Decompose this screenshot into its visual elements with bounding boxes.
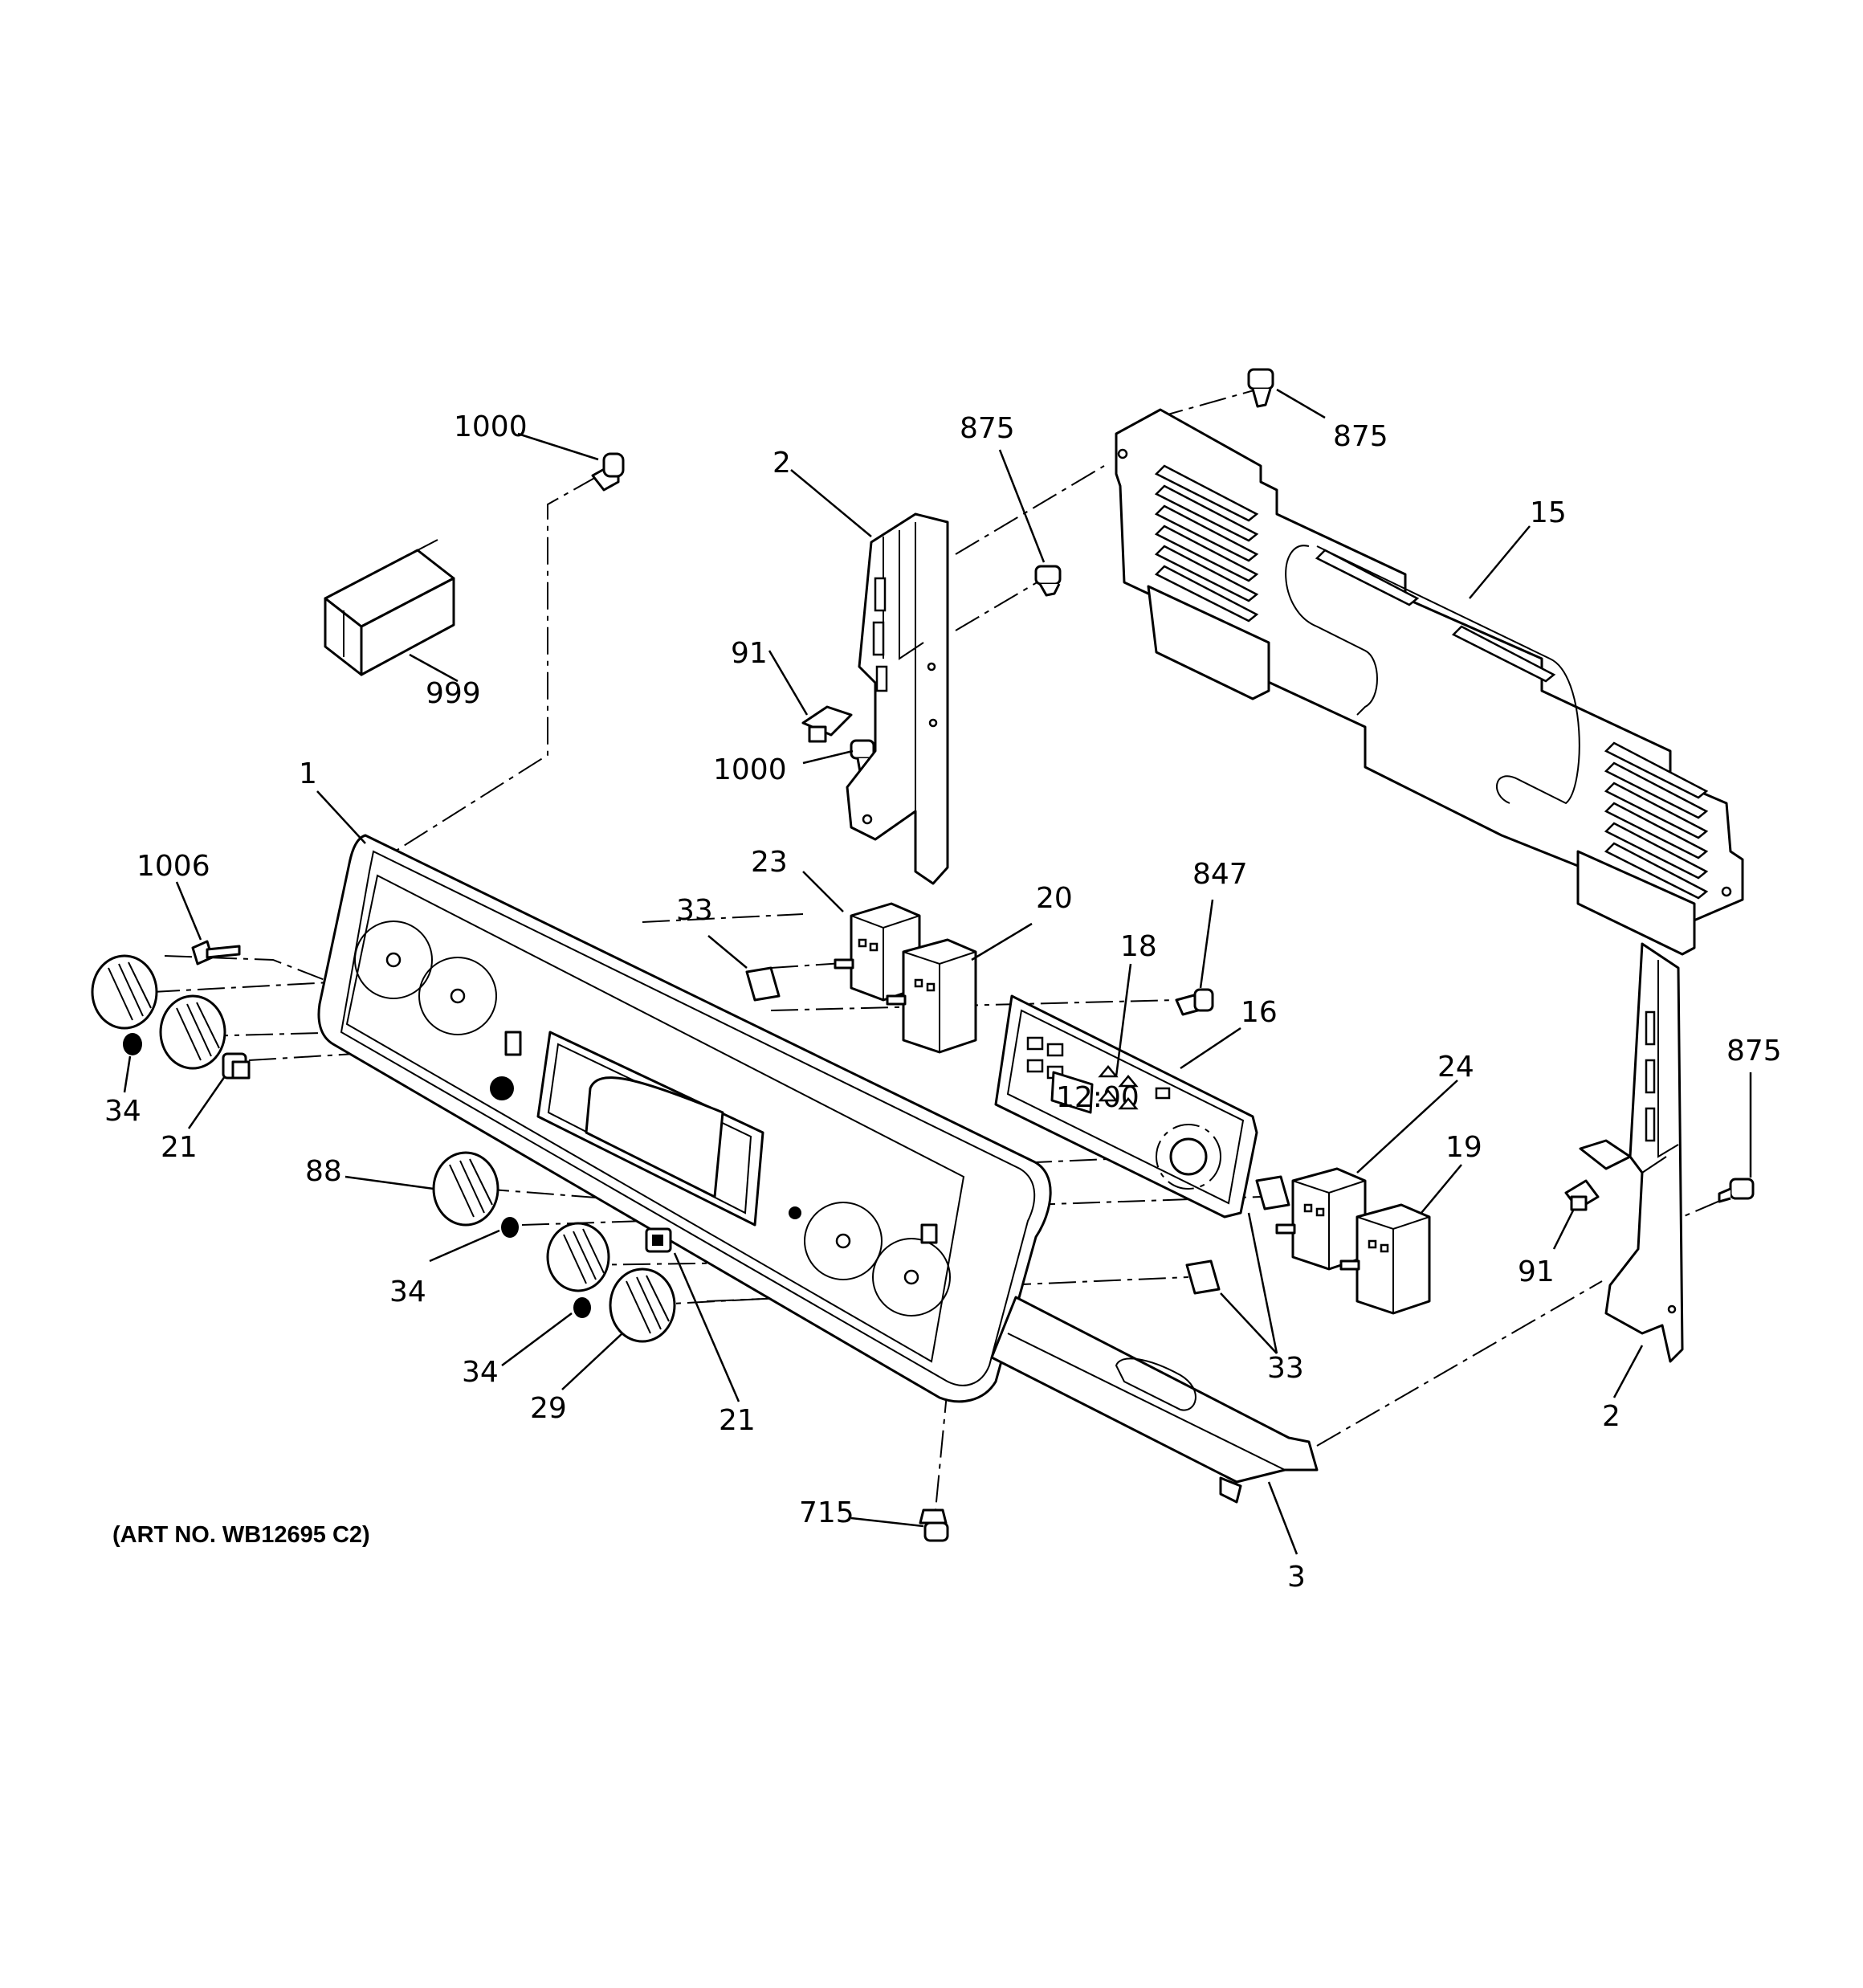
indicator-light-21-mid — [645, 1227, 672, 1253]
knob-left-1 — [91, 954, 158, 1030]
callout-20: 20 — [1036, 882, 1073, 915]
leader-lines — [123, 388, 1752, 1555]
callout-24: 24 — [1437, 1051, 1474, 1084]
callout-18: 18 — [1120, 930, 1157, 963]
knob-left-2 — [159, 994, 226, 1070]
spring-34-a — [123, 1033, 142, 1055]
callout-21-left: 21 — [161, 1131, 198, 1164]
knob-29 — [609, 1268, 676, 1343]
switch-clip-33-right-a — [1255, 1175, 1290, 1210]
side-bracket-right — [1579, 942, 1684, 1363]
callout-91-left: 91 — [731, 637, 768, 670]
switch-24 — [1275, 1167, 1367, 1271]
wire-clip-91-left — [801, 705, 853, 743]
callout-33-right: 33 — [1267, 1352, 1304, 1385]
callout-999: 999 — [426, 677, 481, 710]
art-number-label: (ART NO. WB12695 C2) — [112, 1522, 370, 1548]
callout-33-left: 33 — [676, 894, 713, 927]
callout-2-left: 2 — [773, 447, 791, 480]
screw-875-mid — [1034, 565, 1062, 597]
switch-20 — [886, 938, 977, 1054]
screw-1006 — [191, 940, 241, 965]
screw-875-top — [1247, 368, 1274, 408]
knob-88 — [432, 1151, 499, 1227]
screw-847 — [1175, 988, 1214, 1016]
electronic-control-16: 12:00 — [994, 994, 1258, 1219]
callout-21-mid: 21 — [719, 1404, 756, 1437]
trim-strip-3 — [990, 1296, 1319, 1504]
callout-16: 16 — [1241, 996, 1278, 1029]
callout-1006: 1006 — [137, 850, 210, 883]
callout-15: 15 — [1530, 496, 1567, 529]
callout-88: 88 — [305, 1155, 342, 1188]
back-panel-15 — [1115, 408, 1744, 956]
screw-875-right — [1718, 1178, 1755, 1203]
screw-715 — [919, 1508, 949, 1542]
knob-mid-1 — [546, 1222, 610, 1292]
spring-34-c — [573, 1297, 591, 1318]
callout-19: 19 — [1445, 1131, 1482, 1164]
callout-2-right: 2 — [1602, 1400, 1620, 1433]
spring-34-b — [501, 1217, 519, 1238]
callout-23: 23 — [751, 846, 788, 879]
switch-clip-33-right-b — [1185, 1259, 1221, 1295]
switch-19 — [1339, 1203, 1431, 1315]
callout-875-top: 875 — [1333, 420, 1388, 453]
callout-3: 3 — [1287, 1561, 1306, 1594]
callout-labels: 1000 999 2 875 875 15 91 1000 1 1006 23 … — [104, 410, 1782, 1594]
side-bracket-left — [846, 512, 949, 885]
callout-34-c: 34 — [462, 1356, 499, 1389]
callout-1000-mid: 1000 — [713, 753, 787, 786]
wire-clip-91-right — [1564, 1179, 1600, 1211]
parts-box-999 — [324, 539, 455, 676]
control-panel-frame-1 — [317, 834, 1052, 1403]
screw-1000-top — [591, 452, 625, 492]
callout-29: 29 — [530, 1392, 567, 1425]
callout-1: 1 — [299, 757, 317, 790]
switch-clip-33-left — [745, 966, 781, 1002]
callout-875-mid: 875 — [960, 412, 1015, 445]
callout-715: 715 — [799, 1496, 854, 1529]
callout-875-right: 875 — [1726, 1035, 1782, 1067]
callout-847: 847 — [1192, 858, 1248, 891]
callout-34-a: 34 — [104, 1095, 141, 1128]
callout-91-right: 91 — [1518, 1255, 1555, 1288]
callout-34-b: 34 — [389, 1276, 426, 1308]
callout-1000-top: 1000 — [454, 410, 528, 443]
indicator-light-21-left — [222, 1052, 251, 1080]
